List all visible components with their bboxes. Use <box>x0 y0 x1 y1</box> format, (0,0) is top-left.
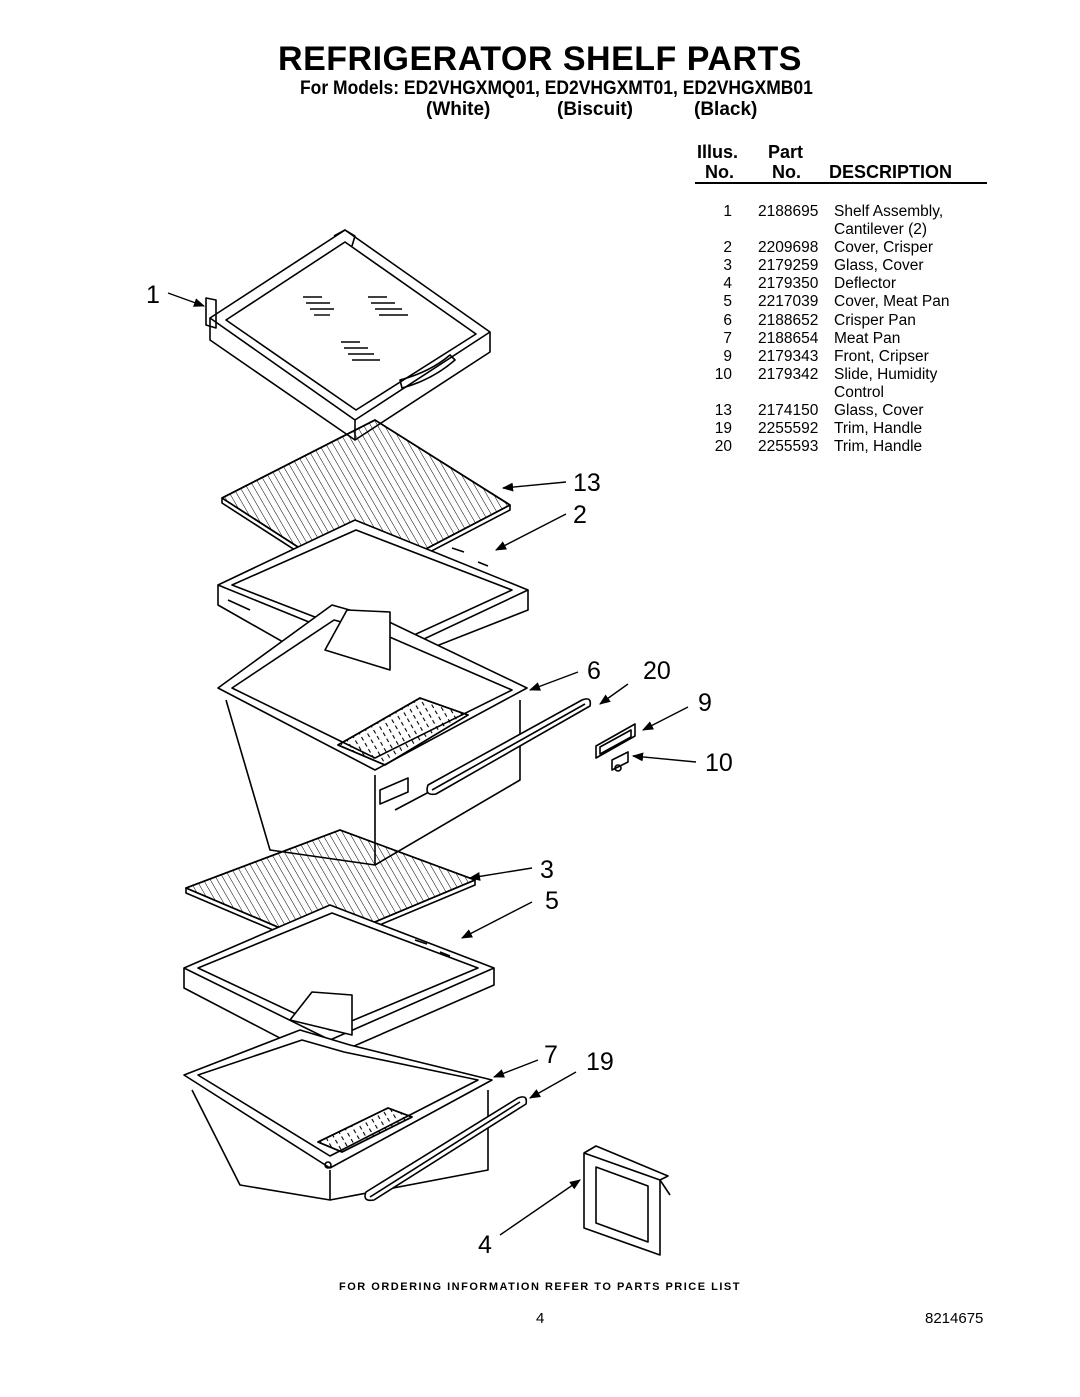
description: Cover, Crisper <box>834 239 934 257</box>
description: Glass, Cover <box>834 402 924 420</box>
description: Deflector <box>834 275 897 293</box>
callout-1: 1 <box>146 281 160 309</box>
col-illus-top: Illus. <box>697 142 739 162</box>
trim-handle-lower-drawing <box>364 1096 528 1202</box>
color-black: (Black) <box>694 99 758 120</box>
part-no: 2217039 <box>758 293 819 311</box>
callout-6: 6 <box>587 657 601 685</box>
ordering-note: FOR ORDERING INFORMATION REFER TO PARTS … <box>339 1281 741 1293</box>
part-no: 2188652 <box>758 311 819 329</box>
callout-20: 20 <box>643 657 671 685</box>
callout-9: 9 <box>698 689 712 717</box>
part-no: 2188695 <box>758 203 819 220</box>
col-description: DESCRIPTION <box>829 162 953 182</box>
part-no: 2188654 <box>758 329 819 347</box>
illus-no: 6 <box>723 311 732 329</box>
illus-no: 13 <box>714 402 732 420</box>
description: Trim, Handle <box>834 420 923 438</box>
shelf-assembly-drawing <box>205 229 491 441</box>
col-illus-bottom: No. <box>705 162 734 182</box>
description: Meat Pan <box>834 329 901 347</box>
description: Shelf Assembly, <box>834 203 944 220</box>
callout-5: 5 <box>545 887 559 915</box>
part-no: 2255592 <box>758 420 819 438</box>
col-part-bottom: No. <box>772 162 801 182</box>
part-no: 2179342 <box>758 365 819 383</box>
description: Trim, Handle <box>834 438 923 456</box>
crisper-pan-drawing <box>217 604 566 866</box>
illus-no: 5 <box>723 293 732 311</box>
page-title: REFRIGERATOR SHELF PARTS <box>278 40 802 78</box>
callout-19: 19 <box>586 1048 614 1076</box>
description: Cover, Meat Pan <box>834 293 950 311</box>
trim-handle-upper-drawing <box>426 698 592 796</box>
illus-no: 7 <box>723 329 732 347</box>
meat-pan-drawing <box>183 1029 493 1201</box>
description: Crisper Pan <box>834 311 916 329</box>
illus-no: 9 <box>723 347 732 365</box>
part-no: 2179350 <box>758 275 819 293</box>
part-no: 2255593 <box>758 438 819 456</box>
part-no: 2174150 <box>758 402 819 420</box>
document-number: 8214675 <box>925 1310 984 1327</box>
page-number: 4 <box>536 1310 545 1327</box>
deflector-drawing <box>583 1145 671 1256</box>
color-white: (White) <box>426 99 491 120</box>
part-no: 2179259 <box>758 257 819 275</box>
description: Slide, Humidity <box>834 365 938 383</box>
illus-no: 3 <box>723 257 732 275</box>
description-continued: Control <box>834 383 884 401</box>
illus-no: 4 <box>723 275 732 293</box>
header-rule <box>695 182 987 184</box>
description-continued: Cantilever (2) <box>834 221 928 239</box>
part-no: 2179343 <box>758 347 819 365</box>
illus-no: 20 <box>714 438 732 456</box>
meat-pan-cover-drawing <box>183 904 495 1061</box>
callout-3: 3 <box>540 856 554 884</box>
callout-13: 13 <box>573 469 601 497</box>
callout-2: 2 <box>573 501 587 529</box>
illus-no: 10 <box>714 365 732 383</box>
illus-no: 2 <box>723 239 732 257</box>
illus-no: 1 <box>723 203 732 220</box>
color-biscuit: (Biscuit) <box>557 99 633 120</box>
callout-7: 7 <box>544 1041 558 1069</box>
crisper-front-drawing <box>595 723 636 759</box>
illus-no: 19 <box>714 420 732 438</box>
description: Front, Cripser <box>834 347 929 365</box>
callout-4: 4 <box>478 1231 492 1259</box>
humidity-slide-drawing <box>611 751 629 772</box>
part-no: 2209698 <box>758 239 819 257</box>
callout-10: 10 <box>705 749 733 777</box>
col-part-top: Part <box>768 142 804 162</box>
model-list: For Models: ED2VHGXMQ01, ED2VHGXMT01, ED… <box>300 78 813 99</box>
description: Glass, Cover <box>834 257 924 275</box>
